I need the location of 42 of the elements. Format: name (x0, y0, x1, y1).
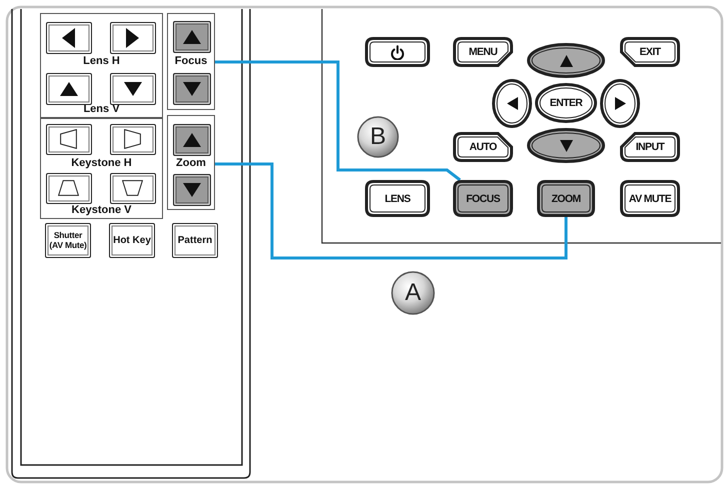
callout-letter: B (357, 116, 399, 158)
exit-button: EXIT (620, 37, 680, 67)
keystone-button (110, 124, 156, 155)
left-button (46, 22, 92, 54)
keystone-button (110, 173, 156, 204)
shutter-button: Shutter (AV Mute) (45, 223, 91, 258)
focus-up-button (173, 21, 211, 53)
down-button (527, 128, 605, 163)
keystone-key-group (40, 118, 163, 219)
auto-button: AUTO (453, 132, 513, 162)
av-mute-button: AV MUTE (620, 180, 680, 217)
down-button (110, 73, 156, 105)
zoom-button: ZOOM (537, 180, 595, 217)
up-button (527, 43, 605, 78)
focus-down-button (173, 73, 211, 105)
up-button (46, 73, 92, 105)
focus-button: FOCUS (453, 180, 513, 217)
pattern-button: Pattern (172, 223, 218, 258)
key-group-label: Keystone V (72, 204, 132, 218)
left-button (492, 79, 532, 128)
enter-button: ENTER (535, 83, 597, 123)
key-group-label: Focus (174, 55, 208, 68)
input-button: INPUT (620, 132, 680, 162)
power-button (365, 37, 430, 67)
key-group-label: Keystone H (71, 157, 132, 170)
right-button (600, 79, 640, 128)
hot-key-button: Hot Key (109, 223, 155, 258)
keystone-button (46, 173, 92, 204)
zoom-key-group (167, 115, 215, 210)
leader-line (215, 60, 461, 182)
menu-button: MENU (453, 37, 513, 67)
leader-line (215, 162, 568, 260)
keystone-button (46, 124, 92, 155)
right-button (110, 22, 156, 54)
zoom-up-button (173, 124, 211, 156)
zoom-down-button (173, 174, 211, 206)
lens-key-group (40, 13, 163, 118)
callout-letter: A (391, 271, 435, 315)
focus-key-group (167, 13, 215, 110)
lens-button: LENS (365, 180, 430, 217)
key-group-label: Lens H (83, 55, 120, 68)
key-group-label: Zoom (176, 157, 206, 170)
